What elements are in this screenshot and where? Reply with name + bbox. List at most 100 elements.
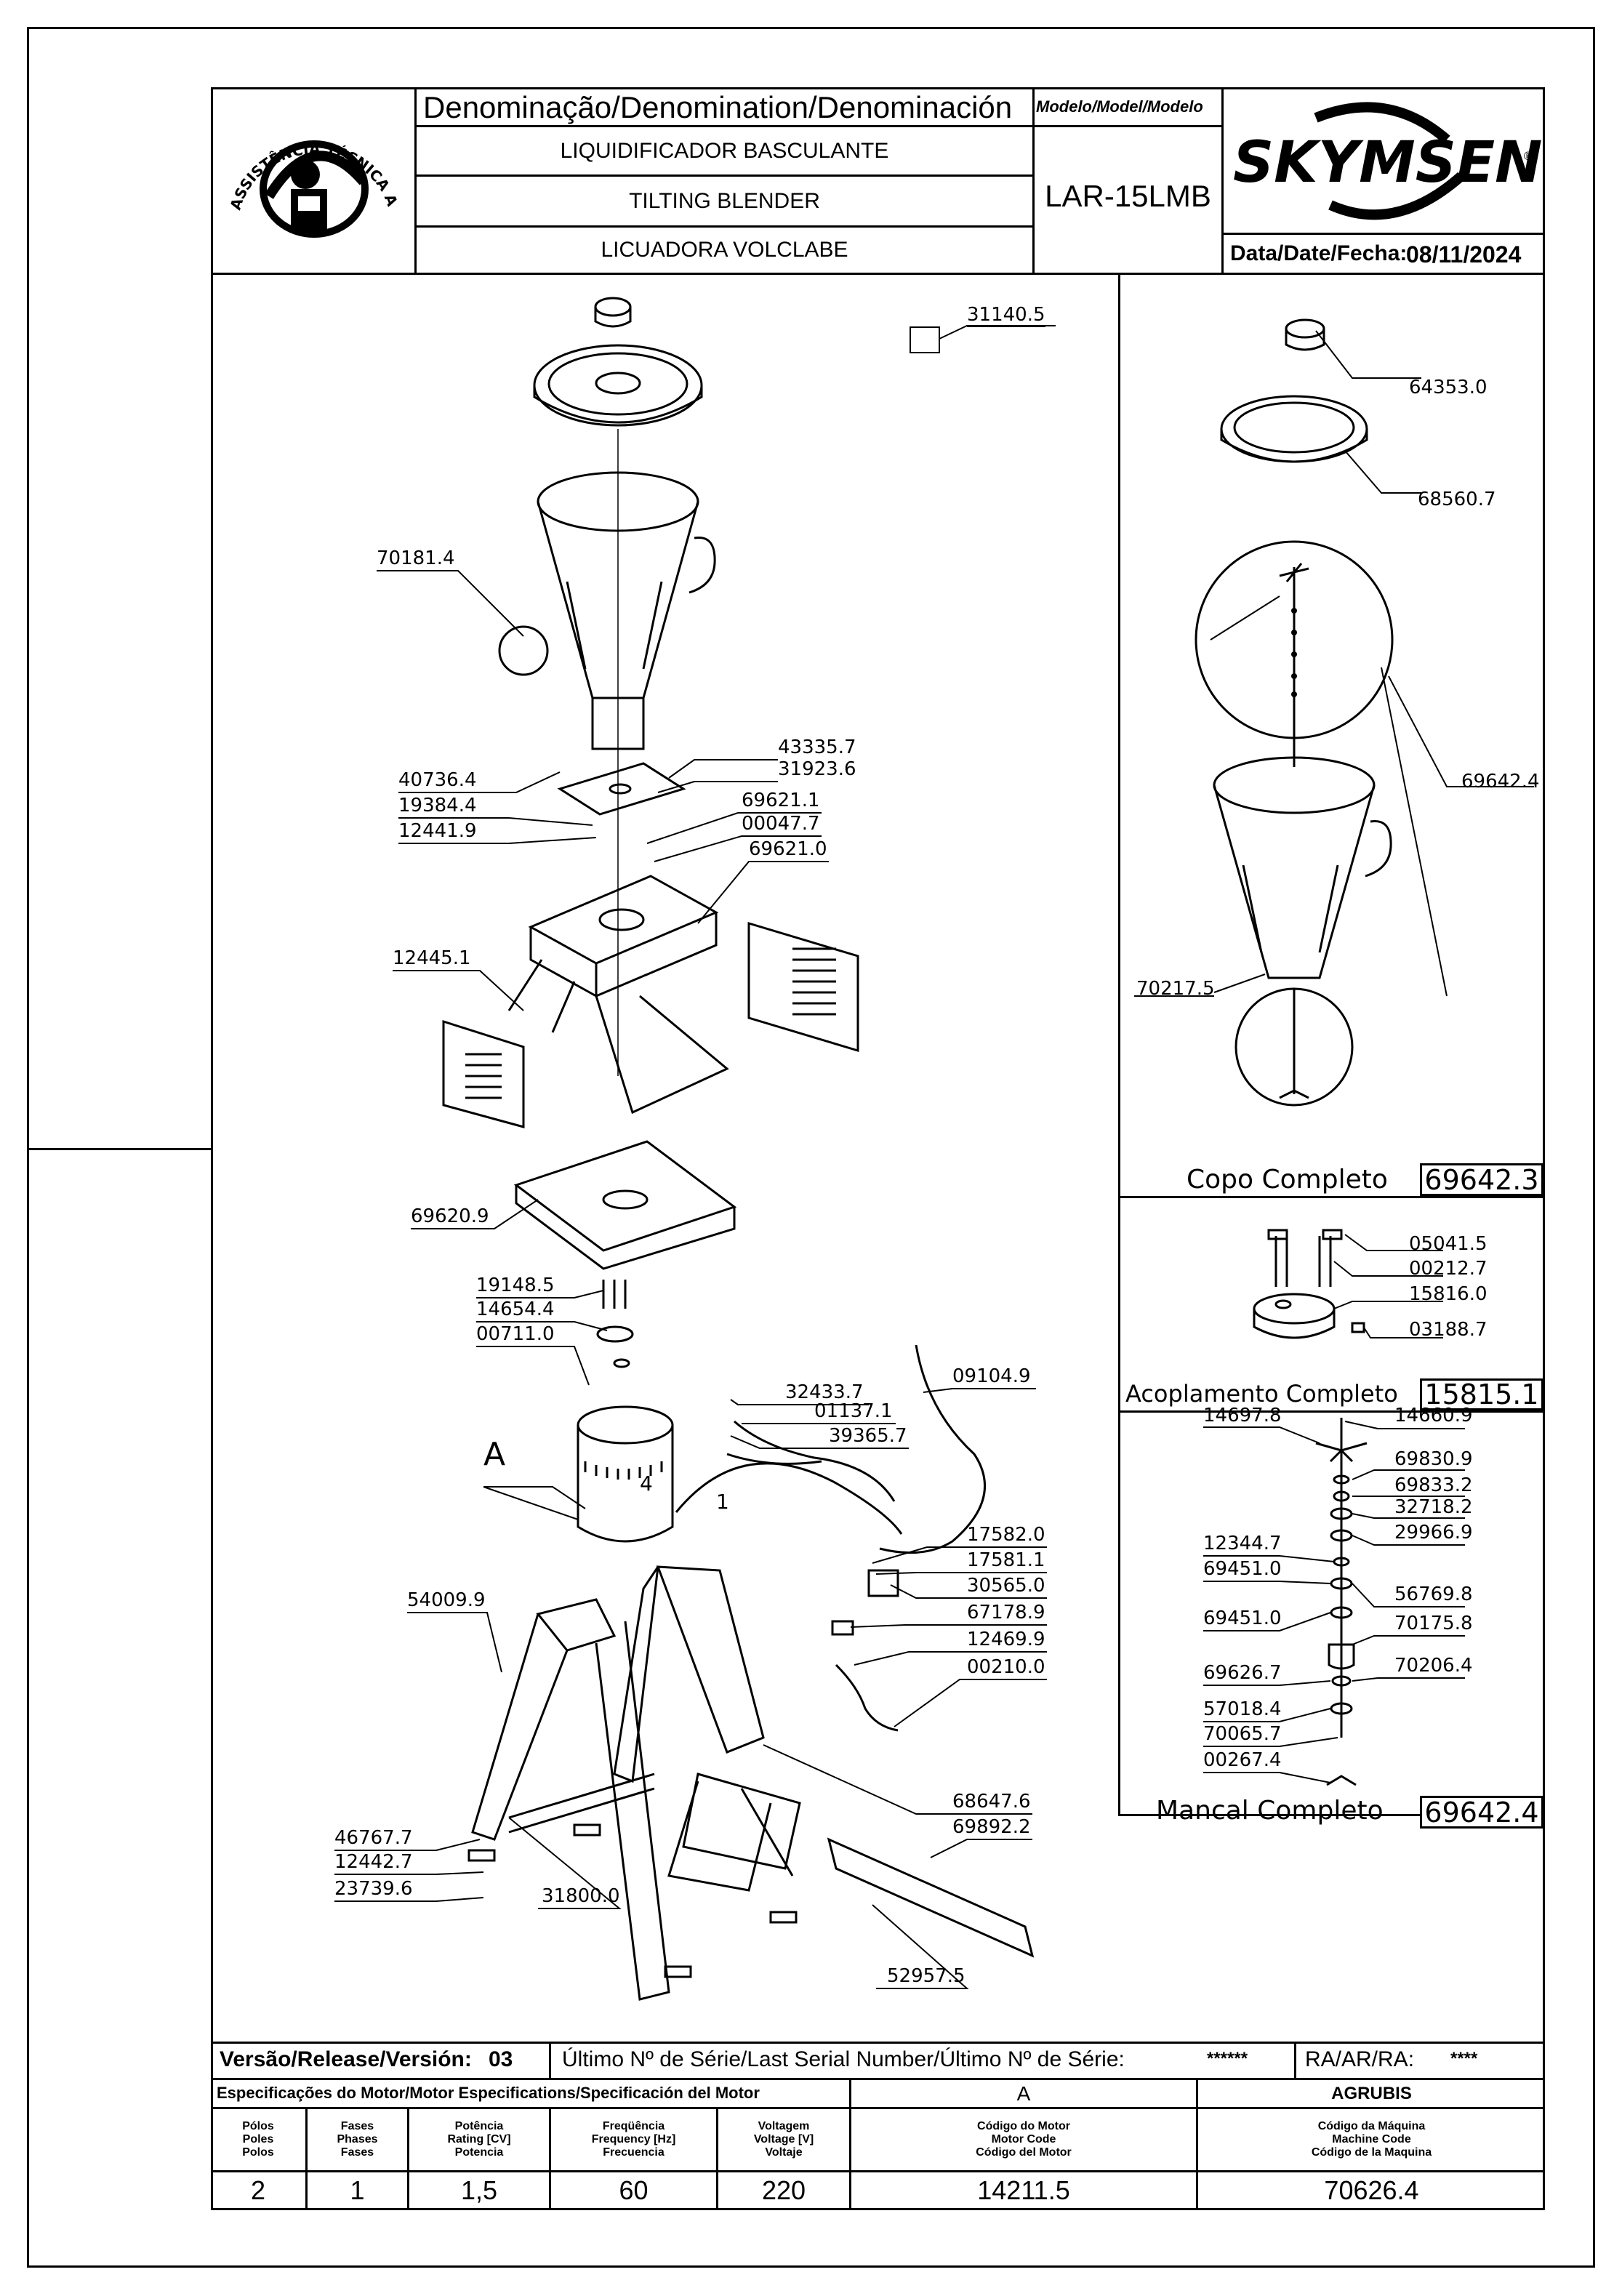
part-label: 01137.1 (814, 1400, 893, 1422)
sheet-border (211, 87, 1545, 2210)
poles-value: 2 (250, 2175, 266, 2205)
part-label: 54009.9 (407, 1589, 486, 1611)
part-label: 70175.8 (1394, 1613, 1473, 1634)
switch (867, 1569, 899, 1597)
copo-code: 69642.3 (1420, 1163, 1543, 1196)
side-panel-right (747, 921, 859, 1053)
machine-name: AGRUBIS (1331, 2083, 1412, 2103)
part-label: 14654.4 (476, 1298, 555, 1320)
part-label: 69451.0 (1203, 1558, 1282, 1580)
version-label: Versão/Release/Versión: (220, 2047, 472, 2071)
label-sticker (910, 326, 940, 353)
version-value: 03 (489, 2047, 513, 2071)
main-leader-lines (334, 325, 1056, 1989)
part-label: 70217.5 (1136, 978, 1215, 1000)
part-label: 70181.4 (377, 547, 455, 569)
part-label: 57018.4 (1203, 1698, 1282, 1720)
motor-code-header: Código do Motor Motor Code Código del Mo… (976, 2120, 1072, 2159)
jug-detail-circle (498, 625, 549, 676)
product-name-en: TILTING BLENDER (629, 188, 820, 213)
motor-letter: A (1016, 2082, 1031, 2105)
tilt-lever (827, 1837, 1035, 1958)
machine-code-value: 70626.4 (1324, 2175, 1419, 2205)
stand-frame (471, 1565, 801, 2001)
part-label: 32433.7 (785, 1381, 864, 1403)
part-label: 64353.0 (1409, 377, 1487, 398)
skymsen-logo: SKYMSEN ® (1233, 102, 1541, 220)
svg-text:®: ® (1522, 149, 1534, 163)
part-label: 00711.0 (476, 1323, 555, 1345)
bottom-tray (513, 1140, 737, 1270)
part-label: 12441.9 (398, 820, 477, 842)
part-label: 70065.7 (1203, 1723, 1282, 1745)
stand-feet (467, 1823, 798, 1978)
jug-main (537, 471, 716, 750)
copo-divider (1118, 1196, 1545, 1198)
product-name-es: LICUADORA VOLCLABE (601, 238, 848, 262)
frequency-header: Freqüência Frequency [Hz] Frecuencia (591, 2120, 676, 2159)
part-label: 69621.1 (742, 790, 820, 811)
model-title: Modelo/Model/Modelo (1036, 97, 1203, 116)
part-label: 19148.5 (476, 1275, 555, 1296)
part-label: 09104.9 (952, 1365, 1031, 1387)
margin-tick-left (27, 1148, 212, 1150)
part-label: 69626.7 (1203, 1662, 1282, 1684)
part-label: 70206.4 (1394, 1655, 1473, 1677)
part-label: 17581.1 (967, 1549, 1045, 1571)
mancal-drawing (1203, 1418, 1465, 1786)
date-value: 08/11/2024 (1406, 241, 1522, 268)
wire-number-4: 4 (640, 1472, 653, 1496)
part-label: 69833.2 (1394, 1474, 1473, 1496)
part-label: 12442.7 (334, 1851, 413, 1873)
serial-label: Último Nº de Série/Last Serial Number/Úl… (562, 2047, 1125, 2071)
part-label: 14697.8 (1203, 1405, 1282, 1426)
part-label: 69620.9 (411, 1205, 489, 1227)
part-label: 31800.0 (542, 1885, 620, 1907)
authorized-service-seal: ASSISTÊNCIA TÉCNICA AUTORIZADA (218, 95, 401, 238)
part-label: 69621.0 (749, 838, 827, 860)
motor-letter-label: A (483, 1436, 506, 1473)
poles-header: Pólos Poles Polos (242, 2120, 274, 2159)
part-label: 68560.7 (1418, 489, 1496, 510)
mancal-code: 69642.4 (1420, 1796, 1543, 1829)
motor-code-value: 14211.5 (977, 2175, 1070, 2205)
part-label: 67178.9 (967, 1602, 1045, 1623)
side-panel-left (442, 1019, 525, 1128)
part-label: 00047.7 (742, 813, 820, 835)
part-label: 39365.7 (829, 1425, 907, 1447)
part-label: 17582.0 (967, 1524, 1045, 1546)
frequency-value: 60 (619, 2175, 649, 2205)
switch-cap (831, 1620, 854, 1636)
svg-text:SKYMSEN: SKYMSEN (1233, 130, 1541, 196)
part-label: 46767.7 (334, 1827, 413, 1849)
part-label: 00267.4 (1203, 1749, 1282, 1771)
mancal-title: Mancal Completo (1156, 1796, 1384, 1826)
phases-value: 1 (350, 2175, 365, 2205)
part-label: 12344.7 (1203, 1533, 1282, 1554)
motor-A (577, 1405, 674, 1543)
part-label: 12469.9 (967, 1629, 1045, 1650)
power-cable (675, 1344, 986, 1554)
part-label: 69451.0 (1203, 1607, 1282, 1629)
acoplamento-divider (1118, 1410, 1545, 1413)
acoplamento-title: Acoplamento Completo (1125, 1380, 1398, 1408)
part-label: 68647.6 (952, 1791, 1031, 1813)
ra-label: RA/AR/RA: (1305, 2047, 1415, 2071)
wire-number-1: 1 (716, 1490, 729, 1514)
ra-value: **** (1450, 2049, 1478, 2068)
copo-title: Copo Completo (1187, 1165, 1388, 1195)
serial-value: ****** (1207, 2049, 1248, 2068)
motor-spec-label: Especificações do Motor/Motor Especifica… (217, 2084, 760, 2102)
part-label: 14660.9 (1394, 1405, 1473, 1426)
machine-code-header: Código da Máquina Machine Code Código de… (1311, 2120, 1432, 2159)
phases-header: Fases Phases Fases (337, 2120, 378, 2159)
copo-drawing (1134, 318, 1534, 1107)
part-label: 15816.0 (1409, 1283, 1487, 1305)
base-plate (557, 762, 686, 816)
voltage-value: 220 (761, 2175, 806, 2205)
part-label: 43335.7 (778, 736, 856, 758)
power-value: 1,5 (460, 2175, 498, 2205)
part-label: 19384.4 (398, 795, 477, 816)
part-label: 23739.6 (334, 1878, 413, 1900)
part-label: 12445.1 (393, 947, 471, 969)
